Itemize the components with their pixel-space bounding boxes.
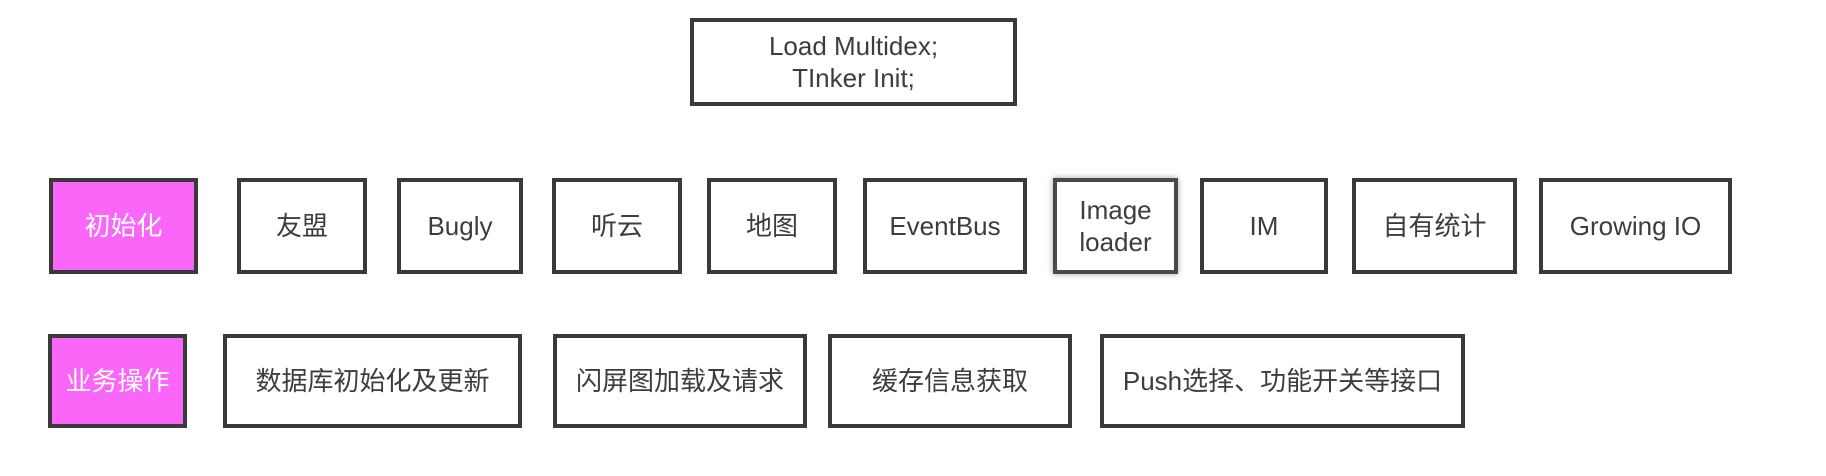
top-box-line1: Load Multidex;: [768, 30, 939, 61]
top-box-line2: TInker Init;: [792, 63, 915, 93]
item-im: IM: [1200, 178, 1328, 274]
row-label-init: 初始化: [49, 178, 198, 274]
item-map: 地图: [707, 178, 837, 274]
item-youmeng: 友盟: [237, 178, 367, 274]
item-splash-load-request: 闪屏图加载及请求: [553, 334, 807, 428]
top-box-load-multidex: Load Multidex; TInker Init;: [690, 18, 1017, 106]
item-image-loader: Image loader: [1053, 178, 1178, 274]
item-growing-io: Growing IO: [1539, 178, 1732, 274]
item-database-init-update: 数据库初始化及更新: [223, 334, 522, 428]
item-bugly: Bugly: [397, 178, 523, 274]
item-own-analytics: 自有统计: [1352, 178, 1517, 274]
item-eventbus: EventBus: [863, 178, 1027, 274]
item-tingyun: 听云: [552, 178, 682, 274]
item-push-switch-api: Push选择、功能开关等接口: [1100, 334, 1465, 428]
row-label-business: 业务操作: [48, 334, 187, 428]
item-cache-info-fetch: 缓存信息获取: [828, 334, 1072, 428]
